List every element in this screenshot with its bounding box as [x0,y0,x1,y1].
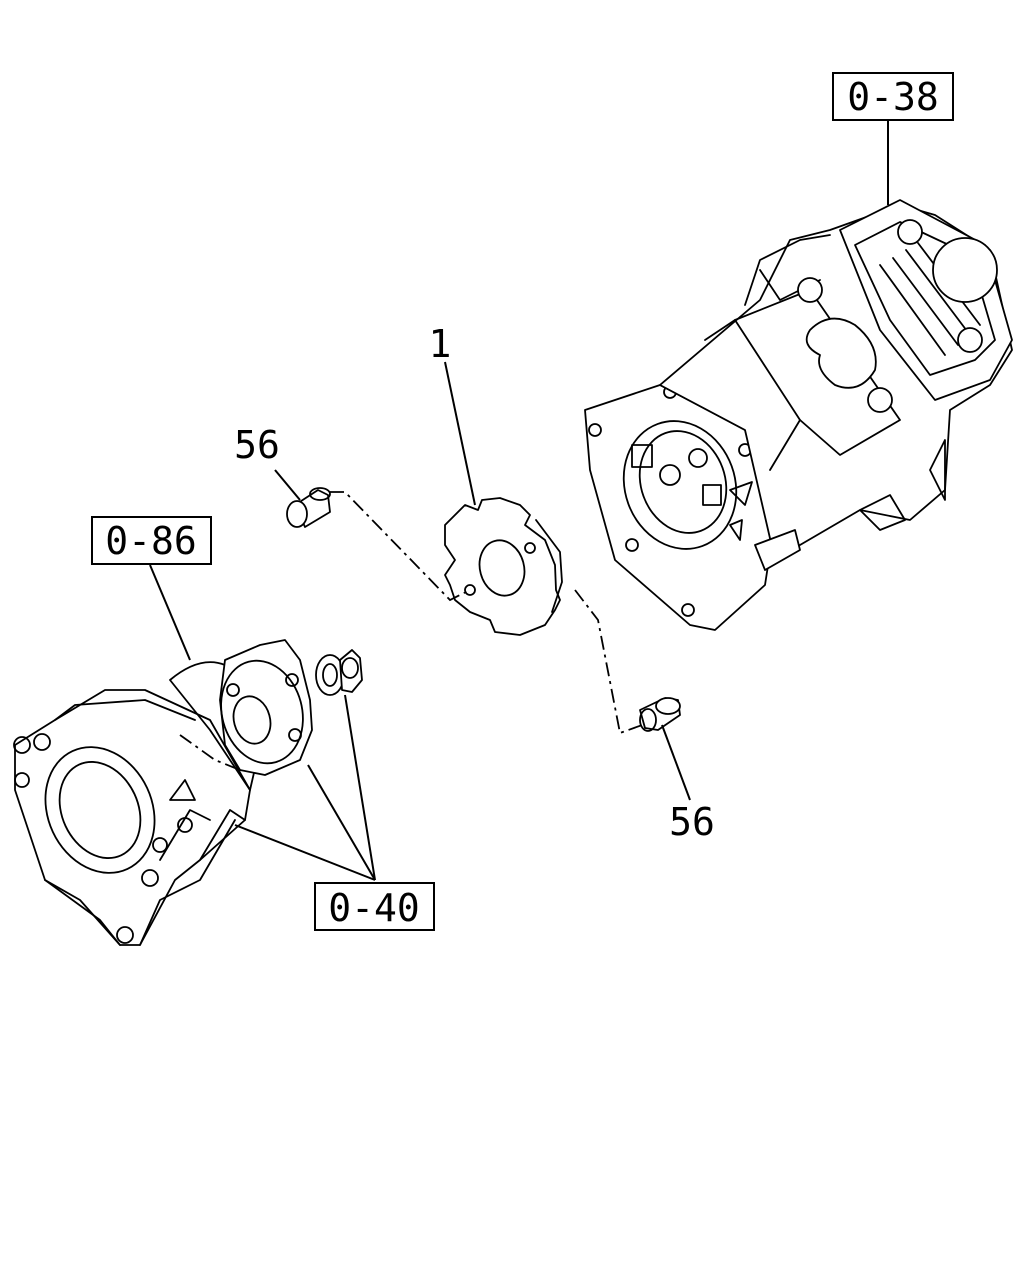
assembly-line-top-pin [330,491,471,602]
leader-56-bottom [661,724,691,801]
bolt-washer-drawing [315,649,363,696]
leader-0-40-c [344,694,376,881]
pin-bottom-drawing [639,697,681,732]
gear-flange-drawing [219,639,313,776]
leader-0-40-b [307,764,376,881]
assembly-line-bottom-pin [574,589,646,735]
ref-label-0-38: 0-38 [847,75,939,119]
leader-0-40-a [234,824,376,881]
assembly-line-housing [179,734,241,771]
ref-box-0-38[interactable]: 0-38 [832,72,954,121]
injection-pump-drawing [584,199,1013,631]
callout-part-56-bottom[interactable]: 56 [669,800,715,844]
ref-box-0-40[interactable]: 0-40 [314,882,435,931]
ref-label-0-86: 0-86 [105,519,197,563]
leader-56-top [274,469,301,501]
gear-housing-drawing [13,689,251,946]
part-number-56-top: 56 [234,423,280,467]
pin-top-drawing [286,487,331,528]
leader-0-86 [149,564,191,661]
callout-part-56-top[interactable]: 56 [234,423,280,467]
ref-label-0-40: 0-40 [328,886,420,930]
part-number-56-bottom: 56 [669,800,715,844]
part-number-1: 1 [429,322,452,366]
ref-box-0-86[interactable]: 0-86 [91,516,212,565]
callout-part-1[interactable]: 1 [429,322,452,366]
leader-1 [444,361,476,506]
coupling-disc-drawing [444,497,563,636]
